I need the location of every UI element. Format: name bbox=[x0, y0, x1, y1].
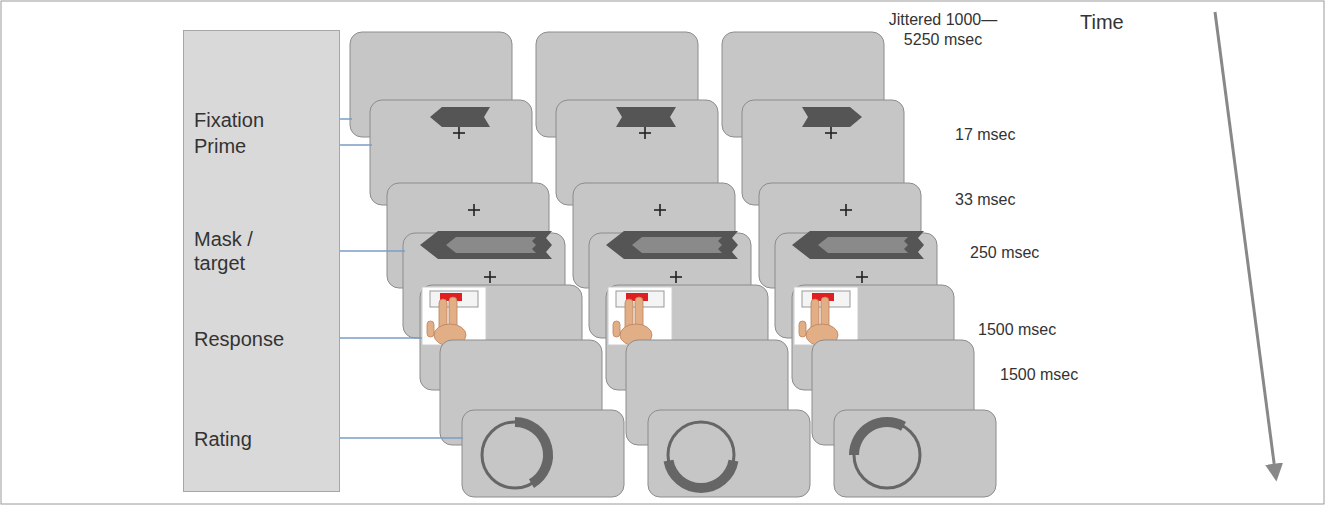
time-label: Time bbox=[1080, 10, 1160, 34]
stage-label: Mask / target bbox=[194, 227, 274, 275]
rating-ring bbox=[668, 422, 734, 488]
stage-label: Prime bbox=[194, 134, 324, 158]
leader-line bbox=[340, 118, 352, 120]
rating-arc bbox=[515, 422, 548, 484]
duration-label: Jittered 1000—5250 msec bbox=[878, 10, 1008, 50]
duration-label: 17 msec bbox=[955, 125, 1045, 145]
leader-line bbox=[340, 250, 405, 252]
leader-line bbox=[340, 337, 422, 339]
leader-line bbox=[340, 437, 463, 439]
prime-right bbox=[802, 107, 862, 127]
stage-label: Rating bbox=[194, 427, 324, 451]
stage-label: Response bbox=[194, 327, 324, 351]
duration-label: 1500 msec bbox=[1000, 365, 1100, 385]
duration-label: 33 msec bbox=[955, 190, 1045, 210]
prime-left bbox=[430, 107, 490, 127]
stage-label: Fixation bbox=[194, 108, 324, 132]
prime-neutral bbox=[616, 107, 676, 127]
leader-line bbox=[340, 144, 372, 146]
rating-arc bbox=[669, 461, 734, 488]
rating-ring bbox=[482, 422, 548, 488]
duration-label: 1500 msec bbox=[978, 320, 1078, 340]
stage-panel: FixationPrimeMask / targetResponseRating bbox=[183, 30, 340, 492]
duration-label: 250 msec bbox=[970, 243, 1070, 263]
time-arrow bbox=[1215, 12, 1276, 478]
trial-column bbox=[722, 32, 996, 497]
rating-arc bbox=[854, 422, 904, 455]
rating-ring bbox=[854, 422, 920, 488]
